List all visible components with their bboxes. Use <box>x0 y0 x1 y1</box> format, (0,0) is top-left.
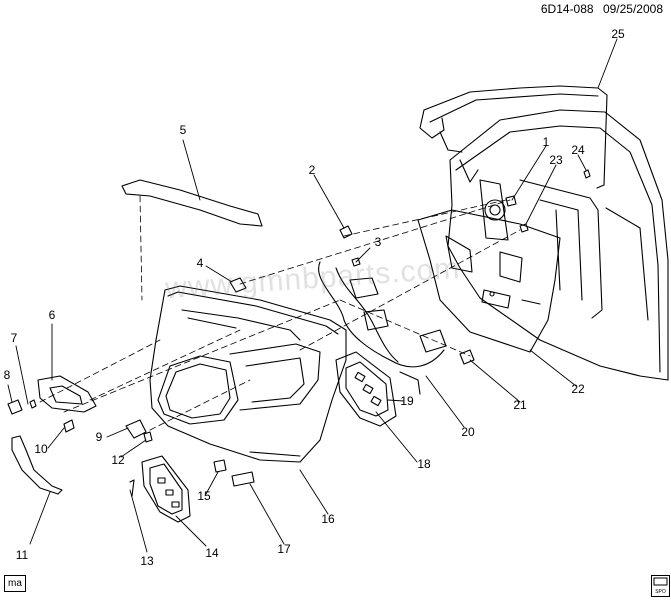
callout-2: 2 <box>308 163 316 177</box>
callout-25: 25 <box>611 27 625 41</box>
callout-20: 20 <box>461 425 475 439</box>
diagram-date: 09/25/2008 <box>602 2 663 16</box>
callout-12: 12 <box>111 453 125 467</box>
callout-8: 8 <box>3 368 11 382</box>
pull-cup-part <box>37 375 97 413</box>
svg-text:SPO: SPO <box>655 589 666 595</box>
door-frame-part <box>419 85 669 381</box>
bezel-cap-part <box>7 399 23 415</box>
door-trim-panel-part <box>149 285 347 463</box>
callout-14: 14 <box>205 546 219 560</box>
small-fasteners <box>29 169 591 497</box>
callout-19: 19 <box>400 394 414 408</box>
switch-bezel-part <box>335 351 397 427</box>
callout-22: 22 <box>571 382 585 396</box>
callout-21: 21 <box>513 398 527 412</box>
callout-18: 18 <box>417 457 431 471</box>
callout-11: 11 <box>15 548 29 562</box>
window-switch-part <box>141 455 191 523</box>
water-deflector-part <box>417 209 561 353</box>
diagram-code: 6D14-088 <box>540 2 594 16</box>
alignment-lines <box>39 195 521 431</box>
callout-7: 7 <box>10 331 18 345</box>
callout-1: 1 <box>542 135 550 149</box>
callout-15: 15 <box>197 489 211 503</box>
callout-23: 23 <box>549 153 563 167</box>
callout-16: 16 <box>321 512 335 526</box>
callout-4: 4 <box>196 256 204 270</box>
callout-9: 9 <box>95 430 103 444</box>
diagram-header: 6D14-088 09/25/2008 <box>541 2 663 16</box>
callout-17: 17 <box>277 542 291 556</box>
callout-3: 3 <box>374 235 382 249</box>
callout-5: 5 <box>179 123 187 137</box>
corner-label: ma <box>4 575 26 592</box>
armrest-part <box>11 435 63 495</box>
callout-10: 10 <box>34 442 48 456</box>
leader-lines <box>7 38 618 553</box>
trim-strip-part <box>121 179 263 227</box>
callout-13: 13 <box>140 554 154 568</box>
callout-24: 24 <box>571 143 585 157</box>
callout-6: 6 <box>48 308 56 322</box>
gm-spo-logo: SPO <box>651 575 670 597</box>
